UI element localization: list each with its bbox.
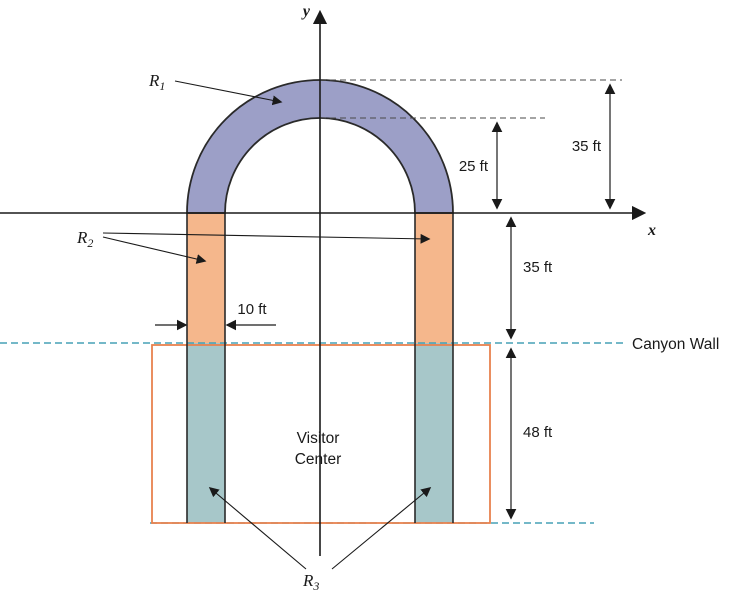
- dim-48ft-label: 48 ft: [523, 424, 553, 441]
- r1-label-base: R: [148, 71, 160, 90]
- r2-label-base: R: [76, 228, 88, 247]
- visitor-center-label-line2: Center: [295, 451, 342, 468]
- r1-label-sub: 1: [159, 79, 165, 93]
- arch-annulus-r1: [186, 79, 454, 214]
- y-axis-label: y: [301, 3, 311, 20]
- left-leg-upper-r2: [187, 213, 225, 343]
- dim-35ft-lower-label: 35 ft: [523, 259, 553, 276]
- r2-leader-arrow-left: [102, 236, 207, 264]
- r1-leader-arrow: [174, 80, 283, 106]
- r1-label: R1: [148, 71, 165, 93]
- r2-label-sub: 2: [87, 236, 93, 250]
- dim-35ft-upper-label: 35 ft: [572, 138, 602, 155]
- x-axis-label: x: [647, 222, 656, 239]
- canyon-wall-label: Canyon Wall: [632, 336, 719, 353]
- visitor-center-outline: [151, 344, 491, 524]
- r2-leader-arrow-right: [102, 232, 431, 244]
- right-leg-upper-r2: [415, 213, 453, 343]
- r3-label-base: R: [302, 571, 314, 590]
- r3-label-sub: 3: [312, 579, 319, 593]
- r3-leader-arrow-left: [208, 487, 307, 570]
- dim-25ft-label: 25 ft: [459, 158, 489, 175]
- r3-label: R3: [302, 571, 319, 593]
- dim-10ft-label: 10 ft: [237, 301, 267, 318]
- r2-label: R2: [76, 228, 93, 250]
- r3-leader-arrow-right: [331, 487, 432, 570]
- visitor-center-label-line1: Visitor: [297, 430, 340, 447]
